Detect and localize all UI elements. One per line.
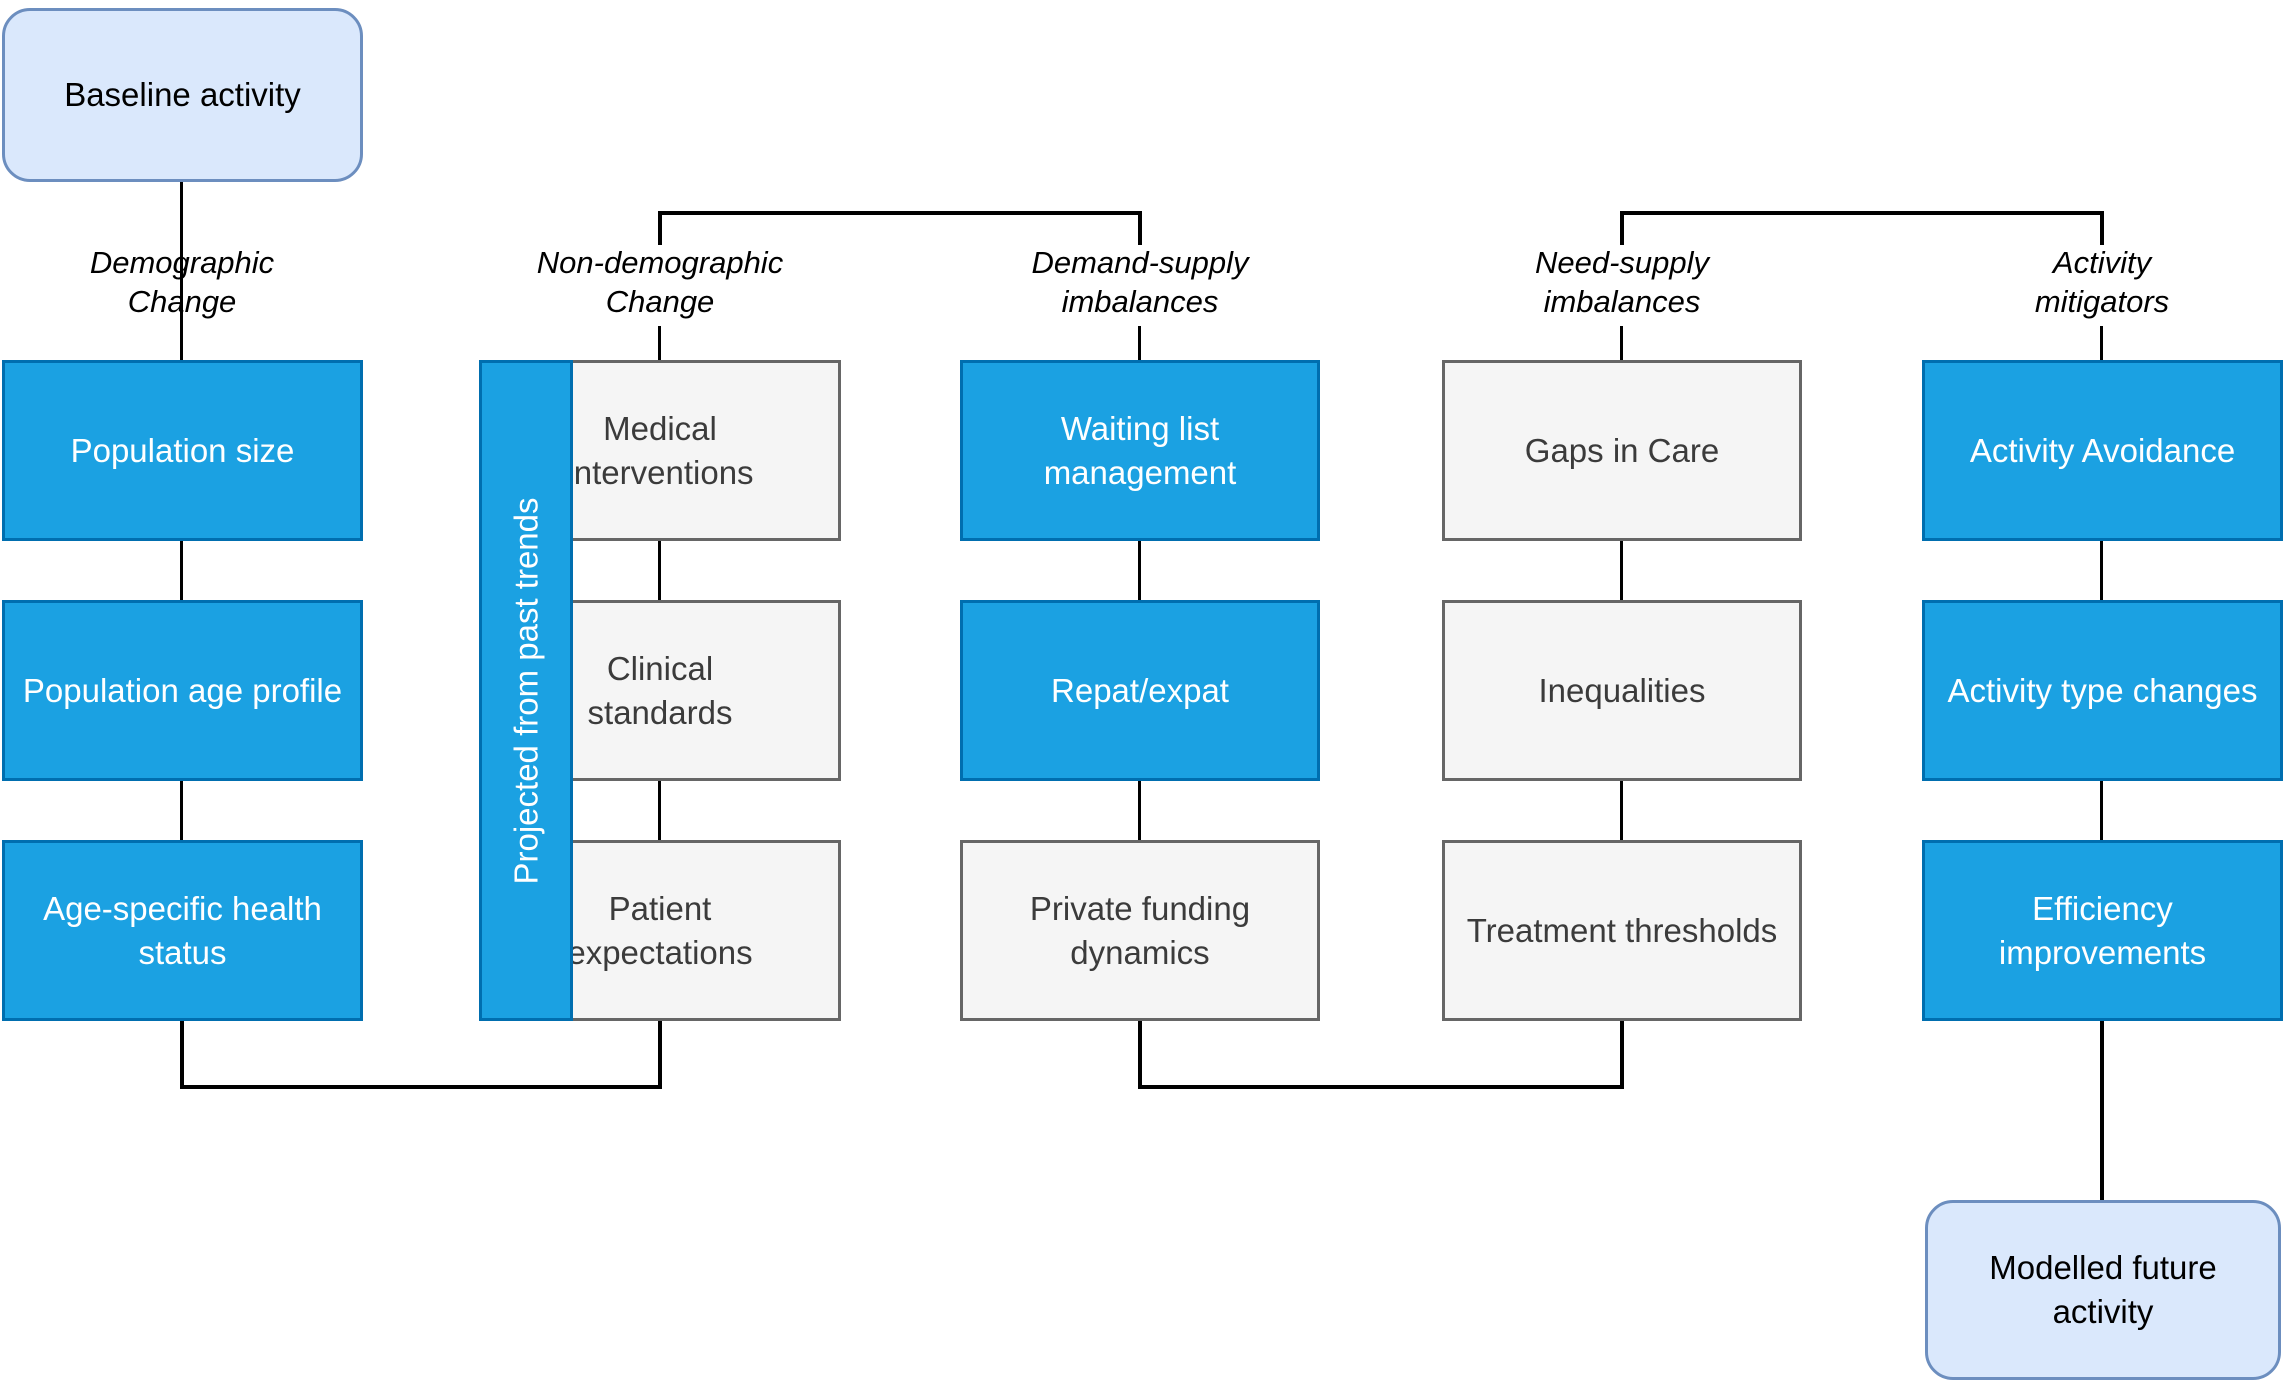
connector-col4-r2-r3 — [1620, 781, 1623, 840]
connector-col2-r1-r2 — [658, 541, 661, 600]
column-header-activity-mitigators: Activity mitigators — [2034, 245, 2170, 319]
connector-col5-to-end — [2100, 1021, 2104, 1200]
diagram-box-activity-type-changes: Activity type changes — [1922, 600, 2283, 781]
connector-col3-r2-r3 — [1138, 781, 1141, 840]
connector-col3-r1-r2 — [1138, 541, 1141, 600]
connector-col1-r2-r3 — [180, 781, 183, 840]
connector-elbow2-right — [1620, 1021, 1624, 1085]
connector-header-col3 — [1138, 326, 1141, 360]
projected-trends-banner-label: Projected from past trends — [507, 496, 545, 885]
diagram-box-efficiency-improvements: Efficiency improvements — [1922, 840, 2283, 1021]
connector-col2-r2-r3 — [658, 781, 661, 840]
connector-col1-r1-r2 — [180, 541, 183, 600]
diagram-box-population-age-profile: Population age profile — [2, 600, 363, 781]
column-header-demand-supply-imbalances: Demand-supply imbalances — [1031, 245, 1249, 319]
connector-baseline-to-col1 — [180, 182, 183, 360]
diagram-box-gaps-in-care: Gaps in Care — [1442, 360, 1802, 541]
projected-trends-banner: Projected from past trends — [479, 360, 573, 1021]
connector-bracket-1-horizontal — [658, 211, 1142, 215]
column-header-demographic-change: Demographic Change — [89, 245, 275, 319]
connector-elbow2-horizontal — [1138, 1085, 1624, 1089]
modelled-future-activity-node: Modelled future activity — [1925, 1200, 2281, 1380]
connector-elbow1-left — [180, 1021, 184, 1085]
column-header-non-demographic-change: Non-demographic Change — [536, 245, 784, 319]
column-header-need-supply-imbalances: Need-supply imbalances — [1534, 245, 1710, 319]
diagram-box-treatment-thresholds: Treatment thresholds — [1442, 840, 1802, 1021]
diagram-box-population-size: Population size — [2, 360, 363, 541]
connector-elbow2-left — [1138, 1021, 1142, 1085]
diagram-box-activity-avoidance: Activity Avoidance — [1922, 360, 2283, 541]
connector-header-col5 — [2100, 326, 2103, 360]
connector-bracket-1-right-stub — [1138, 211, 1142, 245]
connector-col5-r2-r3 — [2100, 781, 2103, 840]
connector-col4-r1-r2 — [1620, 541, 1623, 600]
connector-bracket-1-left-stub — [658, 211, 662, 245]
connector-bracket-2-right-stub — [2100, 211, 2104, 245]
connector-bracket-2-left-stub — [1620, 211, 1624, 245]
diagram-box-inequalities: Inequalities — [1442, 600, 1802, 781]
baseline-activity-node: Baseline activity — [2, 8, 363, 182]
connector-elbow1-right — [658, 1021, 662, 1085]
diagram-box-private-funding-dynamics: Private funding dynamics — [960, 840, 1320, 1021]
connector-header-col4 — [1620, 326, 1623, 360]
diagram-box-repat-expat: Repat/expat — [960, 600, 1320, 781]
connector-col5-r1-r2 — [2100, 541, 2103, 600]
connector-bracket-2-horizontal — [1620, 211, 2104, 215]
diagram-box-waiting-list-management: Waiting list management — [960, 360, 1320, 541]
diagram-box-age-specific-health-status: Age-specific health status — [2, 840, 363, 1021]
connector-elbow1-horizontal — [180, 1085, 662, 1089]
connector-header-col2 — [658, 326, 661, 360]
